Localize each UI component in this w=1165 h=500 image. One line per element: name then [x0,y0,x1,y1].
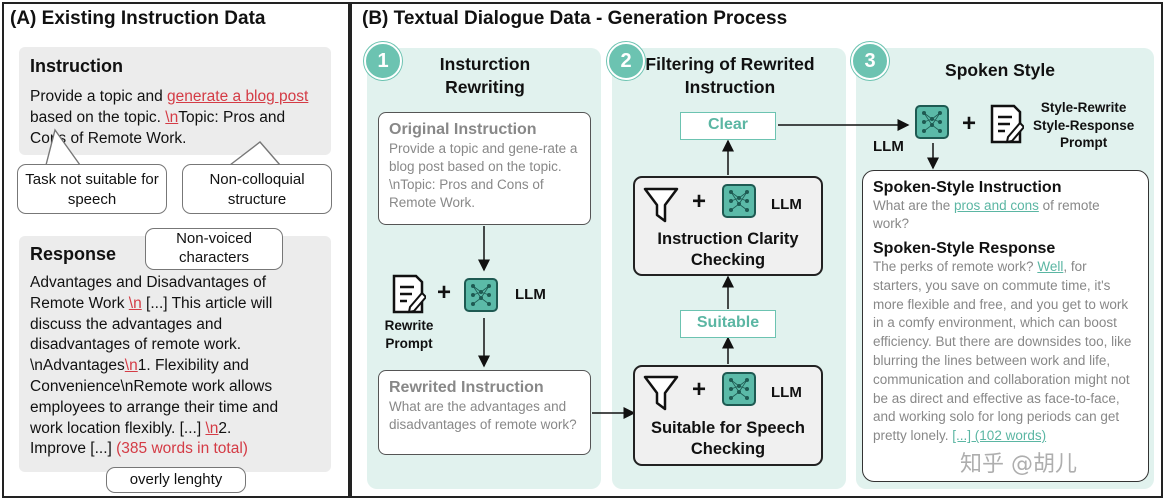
instruction-text: Provide a topic and generate a blog post… [30,88,309,147]
rewrited-instruction-box: Rewrited Instruction What are the advant… [378,370,591,455]
suitable-tag: Suitable [680,310,776,338]
step1-title: Insturction Rewriting [439,54,531,97]
spoken-response-heading: Spoken-Style Response [873,240,1056,257]
llm-label: LLM [873,138,904,155]
plus-icon: + [962,110,977,137]
clarity-check-label: Instruction Clarity Checking [657,230,799,269]
clear-tag: Clear [680,112,776,140]
panel-b-title: (B) Textual Dialogue Data - Generation P… [362,8,788,29]
response-box [19,236,331,472]
response-text: Advantages and Disadvantages of Remote W… [30,274,279,458]
llm-label: LLM [771,384,802,401]
callout-overly-lengthy: overly lenghty [106,467,246,493]
plus-icon: + [692,376,707,403]
instruction-box [19,47,331,155]
rewrite-prompt-label: Rewrite Prompt [384,318,434,351]
callout-non-colloquial: Non-colloquial structure [182,164,332,214]
llm-icon [915,105,949,139]
response-heading: Response [30,244,117,264]
step1-number: 1 [364,42,402,80]
llm-label: LLM [771,196,802,213]
step3-title: Spoken Style [945,60,1055,80]
llm-label: LLM [515,286,546,303]
style-prompt-icon [990,104,1024,144]
spoken-instruction-heading: Spoken-Style Instruction [873,179,1062,196]
rewrited-instruction-heading: Rewrited Instruction [389,379,544,396]
original-instruction-box: Original Instruction Provide a topic and… [378,112,591,225]
panel-a-title: (A) Existing Instruction Data [10,8,266,29]
spoken-response-text: The perks of remote work? Well, for star… [873,259,1132,444]
plus-icon: + [692,188,707,215]
llm-icon [722,184,756,218]
spoken-instruction-text: What are the pros and cons of remote wor… [873,198,1100,231]
watermark: 知乎 @胡儿 [960,452,1077,477]
original-instruction-heading: Original Instruction [389,121,537,138]
filter-icon [643,187,679,223]
original-instruction-text: Provide a topic and gene-rate a blog pos… [389,141,578,210]
step3-number: 3 [851,42,889,80]
spoken-style-box: Spoken-Style Instruction What are the pr… [862,170,1149,482]
callout-non-voiced: Non-voiced characters [145,228,283,270]
llm-icon [722,372,756,406]
rewrite-prompt-icon [392,274,426,314]
instruction-heading: Instruction [30,56,123,76]
speech-check-label: Suitable for Speech Checking [650,419,806,458]
rewrited-instruction-text: What are the advantages and disadvantage… [389,399,577,432]
step2-number: 2 [607,42,645,80]
style-prompt-label: Style-Rewrite Style-Response Prompt [1033,100,1135,150]
plus-icon: + [437,279,452,306]
step2-title: Filtering of Rewrited Instruction [645,54,815,97]
llm-icon [464,278,498,312]
callout-task-not-suitable: Task not suitable for speech [17,164,167,214]
filter-icon [643,375,679,411]
